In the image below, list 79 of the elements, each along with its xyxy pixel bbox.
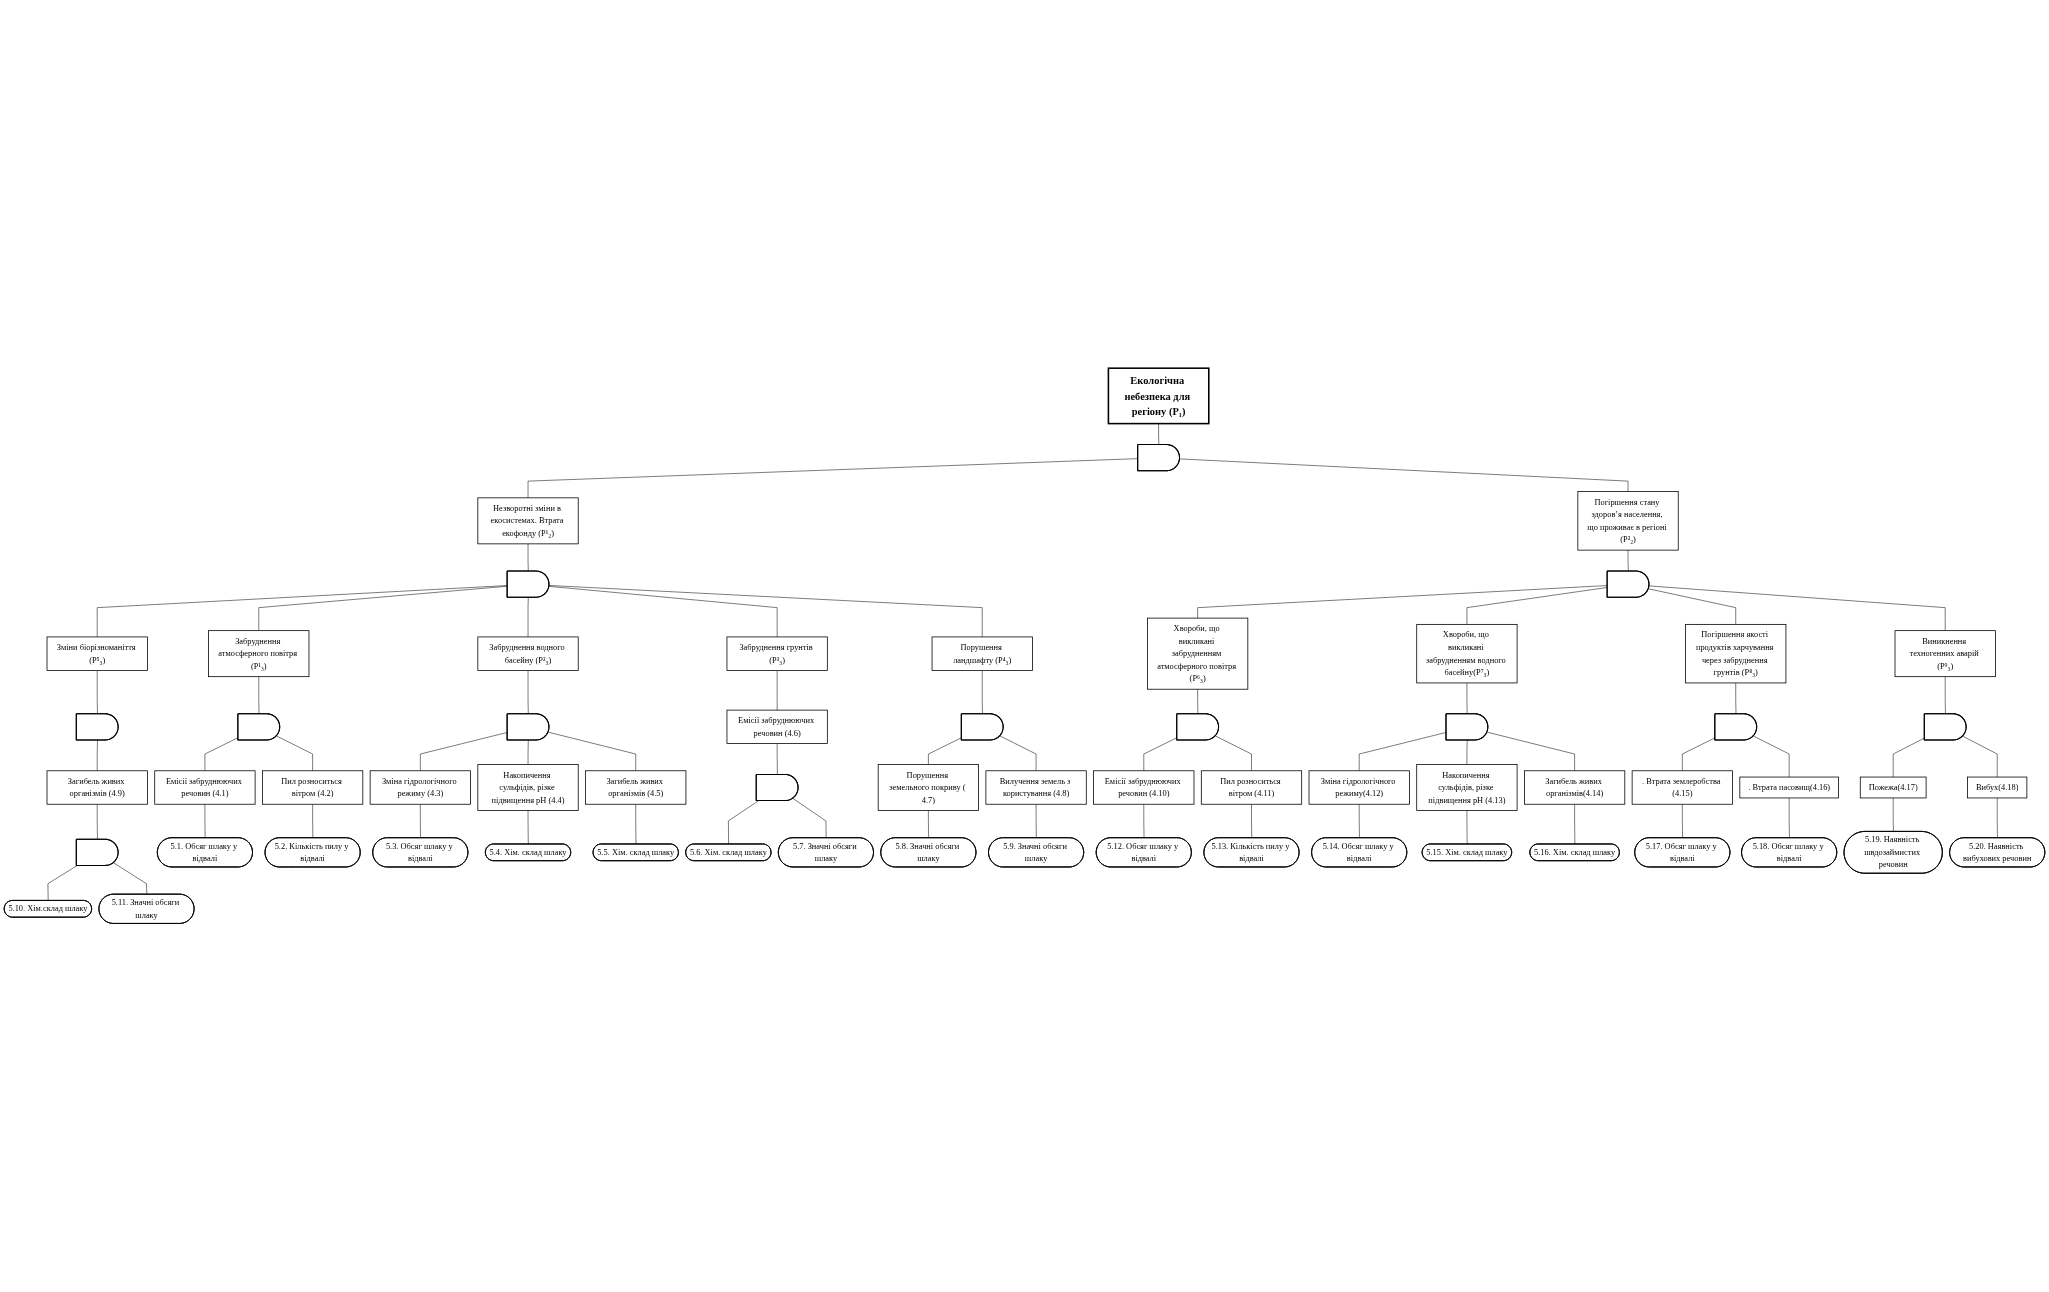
connector <box>258 586 508 632</box>
node-box <box>1147 617 1249 690</box>
connector <box>527 810 529 845</box>
node-box <box>726 636 828 671</box>
connector <box>981 670 983 715</box>
node-box <box>1093 770 1195 805</box>
connector <box>420 732 508 772</box>
connector <box>204 737 239 772</box>
node-box <box>1894 630 1996 678</box>
node-box <box>726 709 828 745</box>
connector <box>1358 804 1360 839</box>
connector <box>204 804 206 839</box>
node-box <box>1739 776 1839 799</box>
connector <box>1574 804 1576 845</box>
connector <box>527 597 529 638</box>
node-box <box>46 636 148 671</box>
node-box <box>585 770 687 805</box>
connector <box>1944 676 1946 715</box>
node-box <box>154 770 256 805</box>
connector <box>928 737 962 765</box>
node-box <box>1308 770 1410 805</box>
node-box <box>1200 770 1303 805</box>
connector <box>792 798 827 839</box>
connector <box>999 735 1037 772</box>
node-box <box>477 497 579 545</box>
connector <box>527 740 529 765</box>
connector <box>1466 587 1608 625</box>
connector <box>420 804 421 839</box>
node-box <box>985 770 1087 805</box>
node-box <box>262 770 364 805</box>
connector <box>527 670 529 715</box>
connector <box>548 585 983 638</box>
connector <box>1648 585 1946 632</box>
connector <box>1179 458 1629 492</box>
connector <box>276 735 313 772</box>
connector <box>928 810 929 839</box>
connector <box>1143 804 1145 839</box>
connector <box>1682 737 1716 772</box>
connector <box>776 743 778 776</box>
node-box <box>1577 491 1679 551</box>
connector <box>96 670 98 715</box>
node-box <box>1859 776 1927 799</box>
connector <box>1035 804 1037 839</box>
node-box <box>477 764 579 812</box>
connector <box>635 804 637 845</box>
connector <box>1158 423 1160 446</box>
connector <box>547 732 636 772</box>
connector <box>1197 689 1199 715</box>
node-box <box>477 636 579 671</box>
connector <box>1962 736 1998 778</box>
connector <box>1215 735 1252 772</box>
connector <box>96 804 98 840</box>
connector <box>1682 804 1683 839</box>
node-box <box>1416 764 1518 812</box>
connector <box>776 670 778 711</box>
connector <box>312 804 314 839</box>
connector <box>96 740 98 772</box>
node-box <box>369 770 471 805</box>
node-box <box>1107 367 1210 425</box>
node-box <box>1524 770 1626 805</box>
connector <box>113 862 148 895</box>
node-box <box>1967 776 2028 799</box>
node-box <box>1631 770 1733 805</box>
node-box <box>46 770 148 805</box>
node-box <box>1685 624 1787 684</box>
node-box <box>877 764 979 812</box>
node-box <box>208 630 310 678</box>
connector <box>1466 810 1468 845</box>
connector <box>1648 588 1736 625</box>
connector <box>1466 740 1468 765</box>
connector <box>1143 737 1178 772</box>
connector <box>1251 804 1252 839</box>
connector <box>1753 735 1790 778</box>
connector <box>258 676 260 715</box>
connector <box>548 586 778 638</box>
node-box <box>931 636 1033 671</box>
connector <box>1486 732 1575 772</box>
node-box <box>1416 624 1518 684</box>
connector <box>47 865 78 902</box>
